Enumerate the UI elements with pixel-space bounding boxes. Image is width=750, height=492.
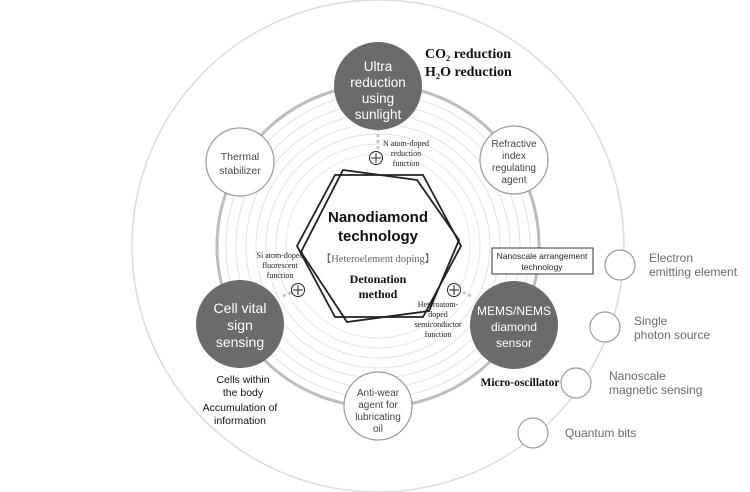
svg-text:sunlight: sunlight <box>355 107 402 122</box>
outer-app-nanoscale-magnetic: Nanoscale magnetic sensing <box>560 367 702 399</box>
svg-text:agent for: agent for <box>358 400 398 411</box>
svg-text:reduction: reduction <box>391 149 421 158</box>
svg-text:magnetic sensing: magnetic sensing <box>609 383 702 397</box>
center-subtitle: 【Heteroelement doping】 <box>321 253 436 265</box>
svg-text:oil: oil <box>373 424 383 435</box>
svg-text:N atom-doped: N atom-doped <box>383 139 429 148</box>
svg-text:Thermal: Thermal <box>221 151 260 163</box>
svg-text:Single: Single <box>634 314 668 328</box>
svg-text:agent: agent <box>501 175 526 186</box>
svg-text:Ultra: Ultra <box>364 59 393 74</box>
node-mems-nems-sensor: MEMS/NEMS diamond sensor <box>470 281 558 369</box>
center-hexagon <box>295 169 463 323</box>
label-heteroatom-doped: Heteroatom- doped semiconductor function <box>414 300 461 339</box>
svg-text:stabilizer: stabilizer <box>219 165 261 177</box>
svg-text:diamond: diamond <box>491 320 537 334</box>
svg-text:Quantum bits: Quantum bits <box>565 426 636 440</box>
label-cells-within-1: Cells within <box>216 374 269 386</box>
label-accumulation-2: information <box>214 415 266 427</box>
center-title-line1: Nanodiamond <box>328 209 428 226</box>
svg-text:Cell vital: Cell vital <box>214 300 267 316</box>
svg-text:technology: technology <box>521 262 563 272</box>
svg-text:sensor: sensor <box>496 336 532 350</box>
svg-text:Electron: Electron <box>649 251 693 265</box>
svg-text:function: function <box>393 159 420 168</box>
svg-text:photon source: photon source <box>634 328 710 342</box>
svg-text:Refractive: Refractive <box>491 139 536 150</box>
svg-text:Heteroatom-: Heteroatom- <box>418 300 459 309</box>
center-method-line1: Detonation <box>350 272 407 286</box>
label-accumulation-1: Accumulation of <box>203 402 278 414</box>
node-ultra-reduction: Ultra reduction using sunlight <box>334 42 422 130</box>
svg-text:using: using <box>362 91 394 106</box>
svg-text:emitting element: emitting element <box>649 265 738 279</box>
svg-text:semiconductor: semiconductor <box>414 320 461 329</box>
svg-text:function: function <box>267 271 294 280</box>
svg-text:reduction: reduction <box>350 75 406 90</box>
circled-plus-icon <box>447 283 461 297</box>
outer-app-quantum-bits: Quantum bits <box>517 417 636 449</box>
svg-text:fluorescent: fluorescent <box>262 261 298 270</box>
circled-plus-icon <box>369 151 383 165</box>
svg-text:Anti-wear: Anti-wear <box>357 388 400 399</box>
svg-text:index: index <box>502 151 526 162</box>
node-cell-vital-sensing: Cell vital sign sensing <box>196 280 284 368</box>
outer-app-electron-emitting: Electron emitting element <box>604 249 738 281</box>
center-method-line2: method <box>359 287 398 301</box>
svg-text:function: function <box>425 330 452 339</box>
svg-text:doped: doped <box>428 310 448 319</box>
node-thermal-stabilizer: Thermal stabilizer <box>205 127 275 197</box>
svg-text:regulating: regulating <box>492 163 536 174</box>
node-anti-wear-agent: Anti-wear agent for lubricating oil <box>343 371 413 441</box>
circled-plus-icon <box>291 283 305 297</box>
label-n-atom-doped: N atom-doped reduction function <box>383 139 429 168</box>
label-h2o-reduction: H₂O reduction <box>425 65 512 80</box>
label-cells-within-2: the body <box>223 387 264 399</box>
svg-text:Si atom-doped: Si atom-doped <box>257 251 304 260</box>
svg-text:Nanoscale arrangement: Nanoscale arrangement <box>497 251 588 261</box>
node-refractive-index-agent: Refractive index regulating agent <box>479 125 549 195</box>
outer-ring <box>131 0 625 492</box>
outer-app-single-photon: Single photon source <box>589 311 710 343</box>
nanoscale-arrangement-box: Nanoscale arrangement technology <box>491 247 594 275</box>
svg-text:MEMS/NEMS: MEMS/NEMS <box>477 304 551 318</box>
label-co2-reduction: CO₂ reduction <box>425 47 511 62</box>
svg-text:Nanoscale: Nanoscale <box>609 369 666 383</box>
svg-text:lubricating: lubricating <box>355 412 401 423</box>
label-micro-oscillator: Micro-oscillator <box>481 377 560 389</box>
label-si-atom-doped: Si atom-doped fluorescent function <box>257 251 304 280</box>
center-title-line2: technology <box>338 228 419 245</box>
svg-text:sensing: sensing <box>216 334 264 350</box>
svg-text:sign: sign <box>227 317 253 333</box>
